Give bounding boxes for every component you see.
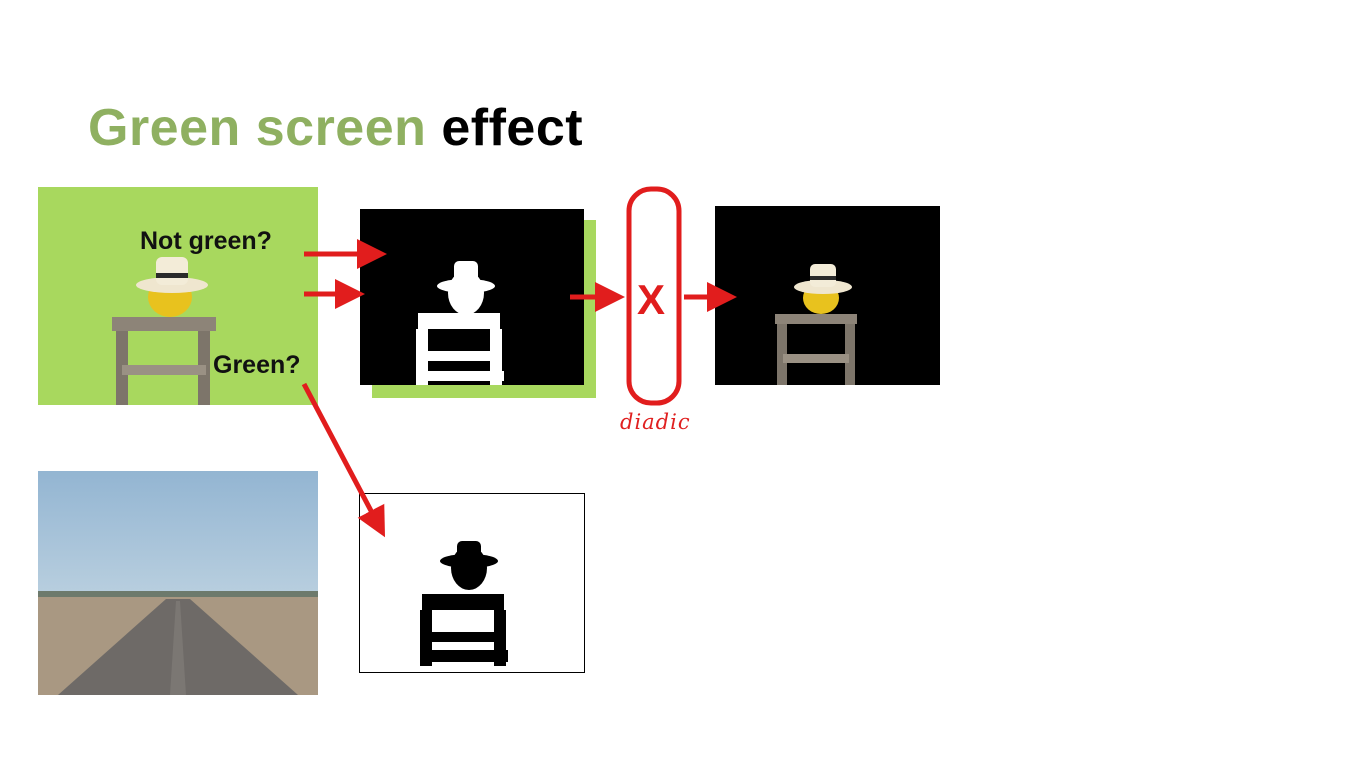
background-mask (359, 493, 585, 673)
title-black-part: effect (441, 99, 584, 157)
background-road-photo (38, 471, 318, 695)
multiply-operator (626, 186, 682, 406)
green-label: Green? (213, 351, 301, 379)
green-screen-photo (38, 187, 318, 405)
multiply-symbol: X (637, 276, 666, 323)
foreground-mask (360, 209, 584, 385)
composited-foreground (715, 206, 940, 385)
slide-title: Green screen effect (88, 98, 583, 158)
not-green-label: Not green? (140, 227, 272, 255)
title-green-part: Green screen (88, 99, 427, 157)
operator-note: diadic (620, 410, 691, 434)
